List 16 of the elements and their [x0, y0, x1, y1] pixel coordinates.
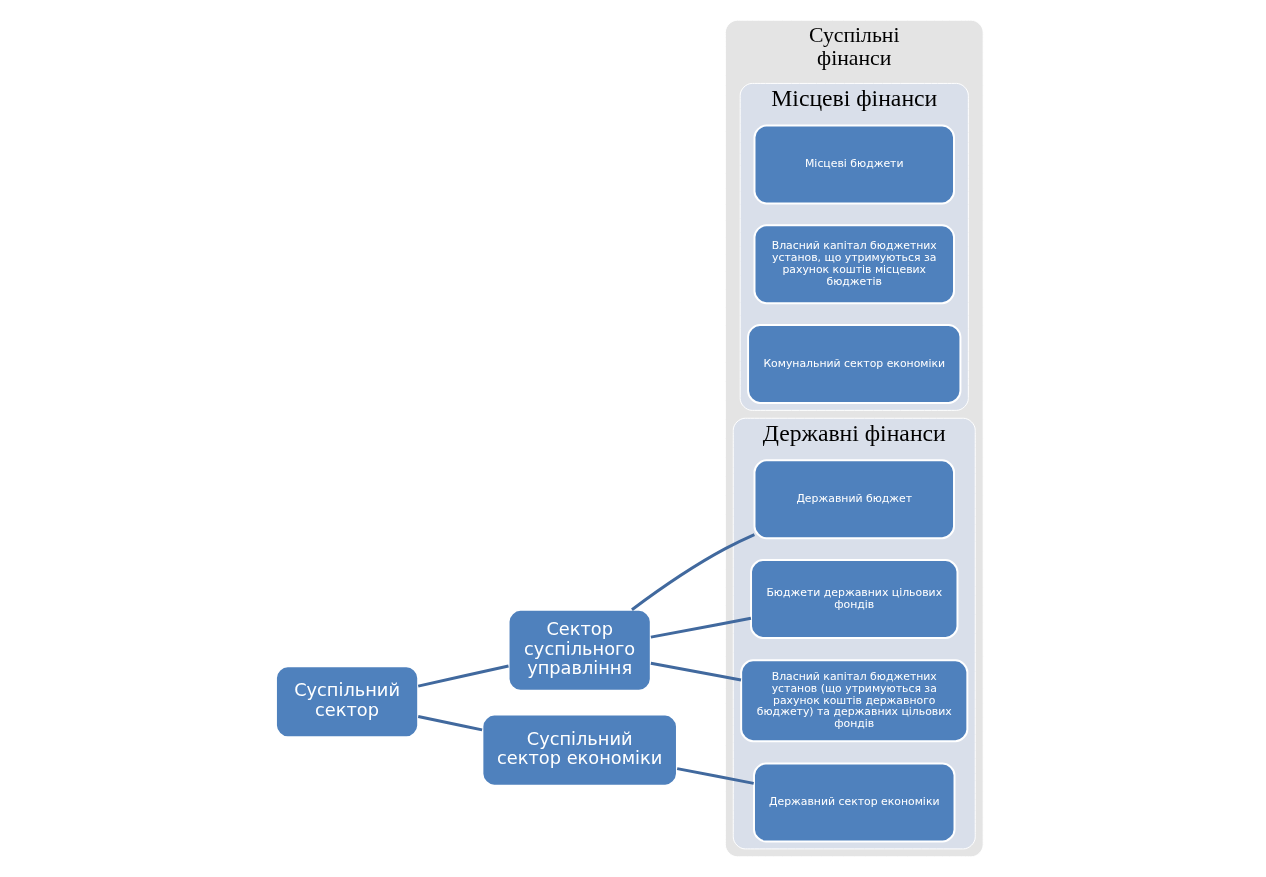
connector	[417, 664, 509, 688]
connector	[650, 616, 751, 639]
connector	[650, 661, 741, 682]
connector	[630, 533, 755, 611]
node-box: Комунальний сектор економіки	[746, 323, 961, 404]
node-box: Суспільний сектор економіки	[480, 713, 678, 787]
node-box: Власний капітал бюджетних установ, що утримуються за рахунок коштів місцевих бюджетів	[753, 224, 955, 305]
connector	[676, 767, 754, 785]
node-box: Державний сектор економіки	[752, 762, 955, 843]
node-box: Суспільний сектор	[274, 665, 419, 739]
node-box: Власний капітал бюджетних установ (що утримуються за рахунок коштів державного бюджету) та державних цільових фондів	[739, 659, 968, 743]
node-box: Бюджети державних цільових фондів	[749, 559, 958, 639]
node-box: Сектор суспільного управління	[507, 608, 652, 692]
connector	[417, 715, 482, 732]
node-box: Місцеві бюджети	[753, 124, 955, 205]
node-box: Державний бюджет	[753, 459, 955, 540]
